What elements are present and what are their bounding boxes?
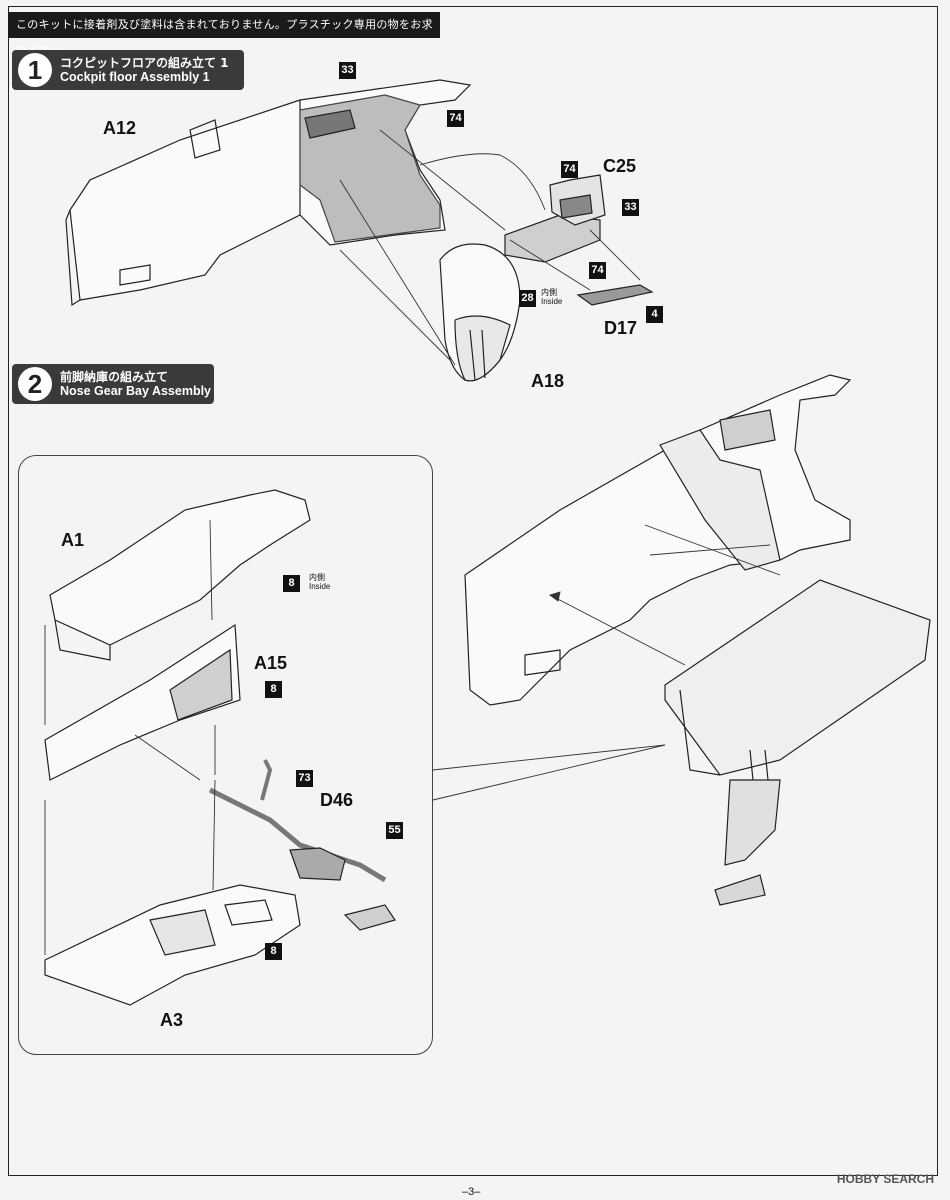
step2-title-jp: 前脚納庫の組み立て: [60, 370, 169, 384]
part-label-a3: A3: [160, 1010, 184, 1030]
part-c25-drawing: [504, 174, 606, 263]
color-code-74: 74: [589, 262, 606, 279]
color-code-73: 73: [296, 770, 313, 787]
step2-guide-arrows: [549, 524, 781, 666]
part-d46-drawing: [208, 759, 396, 931]
color-code-74: 74: [561, 161, 578, 178]
part-label-d17: D17: [604, 318, 638, 338]
part-label-a1: A1: [61, 530, 85, 550]
inside-note-en: Inside: [541, 297, 563, 306]
detail-panel: [18, 455, 433, 1055]
part-label-a15: A15: [254, 653, 288, 673]
page-number: –3–: [462, 1186, 481, 1198]
color-code-28: 28: [519, 290, 536, 307]
color-code-4: 4: [646, 306, 663, 323]
inside-note-en: Inside: [309, 582, 331, 591]
adhesive-paint-notice: このキットに接着剤及び塗料は含まれておりません。プラスチック専用の物をお求め下さ…: [8, 12, 440, 57]
step2-badge: 2 前脚納庫の組み立て Nose Gear Bay Assembly: [12, 364, 214, 404]
hobby-search-watermark: HOBBY SEARCH: [836, 1172, 934, 1186]
step1-title-en: Cockpit floor Assembly 1: [60, 70, 210, 84]
step2-title-en: Nose Gear Bay Assembly: [60, 384, 212, 398]
color-code-33: 33: [339, 62, 356, 79]
step2-number: 2: [18, 367, 52, 401]
page-frame: [8, 6, 938, 1176]
color-code-74: 74: [447, 110, 464, 127]
color-code-8: 8: [283, 575, 300, 592]
inside-note-jp: 内側: [309, 573, 325, 582]
panel-74-shaded: [299, 94, 441, 243]
inside-note: 内側 Inside: [541, 288, 562, 306]
step1-badge: 1 コクピットフロアの組み立て 1 Cockpit floor Assembly…: [12, 50, 244, 90]
color-code-8: 8: [265, 681, 282, 698]
part-a1-drawing: [49, 489, 311, 661]
step1-title-jp: コクピットフロアの組み立て 1: [60, 56, 229, 70]
part-label-d46: D46: [320, 790, 354, 810]
nose-gear-bay-assembled-drawing: [464, 374, 931, 906]
part-a3-drawing: [44, 884, 301, 1006]
part-label-c25: C25: [603, 156, 637, 176]
inside-note-jp: 内側: [541, 288, 557, 297]
color-code-8: 8: [265, 943, 282, 960]
color-code-55: 55: [386, 822, 403, 839]
step1-number: 1: [18, 53, 52, 87]
panel-guide-arrows: [44, 519, 666, 955]
part-a18-drawing: [439, 243, 521, 382]
step1-guide-lines: [339, 129, 641, 366]
inside-note: 内側 Inside: [309, 573, 330, 591]
part-label-a12: A12: [103, 118, 137, 138]
part-d17-drawing: [576, 284, 654, 306]
part-a15-drawing: [44, 623, 241, 781]
color-code-33: 33: [622, 199, 639, 216]
part-label-a18: A18: [531, 371, 565, 391]
